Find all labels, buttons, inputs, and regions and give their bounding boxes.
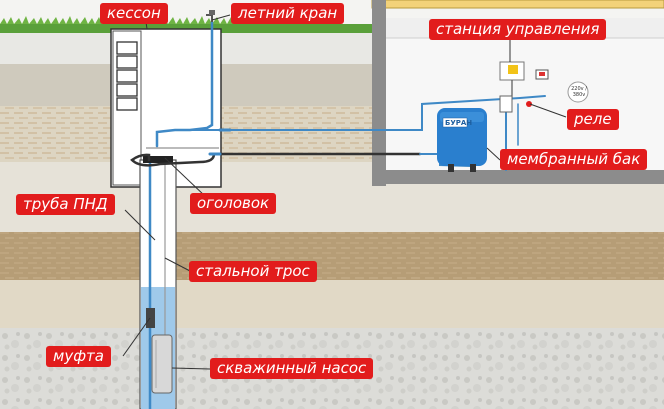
borehole (139, 156, 177, 409)
label-letny-kran: летний кран (231, 3, 345, 24)
label-stantsiya-upravleniya: станция управления (429, 19, 607, 40)
label-membranny-bak: мембранный бак (500, 149, 648, 170)
label-ogolovok: оголовок (190, 193, 277, 214)
label-stalnoy-tros: стальной трос (189, 261, 317, 282)
tank-brand: БУРАН (445, 119, 473, 127)
membrane-tank (437, 108, 487, 172)
leader-lines (122, 14, 567, 370)
label-skvazhinny-nasos: скважинный насос (210, 358, 374, 379)
relay (499, 95, 532, 113)
label-rele: реле (567, 109, 619, 130)
pipes (130, 20, 546, 171)
control-station (499, 61, 589, 103)
pump (151, 334, 173, 394)
label-truba-pnd: труба ПНД (16, 194, 115, 215)
caisson-ladder (116, 41, 138, 111)
label-mufta: муфта (46, 346, 111, 367)
summer-tap (206, 10, 215, 22)
voltage-label: 220v / 380v (571, 86, 587, 98)
label-kesson: кессон (100, 3, 168, 24)
